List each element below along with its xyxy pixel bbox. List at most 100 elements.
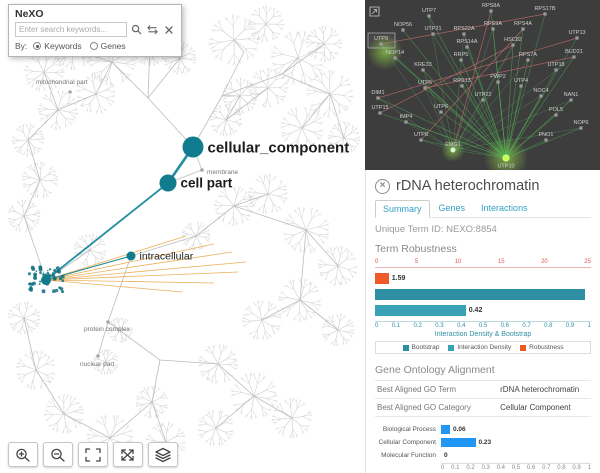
search-icon[interactable] (130, 23, 143, 36)
bar-value-label: 1.59 (391, 275, 406, 282)
gene-node-BUD21[interactable] (572, 55, 576, 59)
gene-node-NOC4[interactable] (539, 94, 543, 98)
fit-to-screen-button[interactable] (78, 442, 108, 467)
layers-button[interactable] (148, 442, 178, 467)
radio-genes[interactable]: Genes (89, 41, 126, 51)
gene-node-UTP15[interactable] (378, 111, 382, 115)
gene-node-UTP9[interactable] (379, 42, 383, 46)
gene-node-DIM1[interactable] (376, 96, 380, 100)
gene-label: POL5 (549, 107, 563, 113)
term-node-cell-part[interactable] (159, 174, 177, 192)
zoom-in-button[interactable] (8, 442, 38, 467)
alignment-axis-tick: 0.6 (526, 465, 536, 471)
gene-node-RPS22A[interactable] (462, 32, 466, 36)
expand-network-icon[interactable] (369, 4, 380, 22)
gene-node-UTP5[interactable] (423, 86, 427, 90)
gene-node-HSC82[interactable] (511, 43, 515, 47)
gene-node-RPS7A[interactable] (526, 58, 530, 62)
gene-label: RPS4A (514, 21, 532, 27)
alignment-category-label: Molecular Function (381, 452, 436, 459)
alignment-axis-tick: 0.8 (557, 465, 566, 471)
gene-node-RPS14A[interactable] (465, 45, 469, 49)
robustness-bar-row (375, 289, 591, 300)
top-axis-tick: 10 (454, 259, 462, 265)
go-row-label: Best Aligned GO Term (375, 380, 499, 399)
alignment-axis-tick: 0 (441, 465, 445, 471)
gene-node-PNO1[interactable] (544, 138, 548, 142)
gene-node-RPS17B[interactable] (543, 12, 547, 16)
gene-node-UTP18[interactable] (554, 68, 558, 72)
term-node-cellular_component[interactable] (182, 136, 204, 158)
gene-label: UTP10 (497, 164, 514, 170)
gene-label: RPS7A (519, 52, 537, 58)
search-row (15, 22, 175, 37)
gene-node-RPS4A[interactable] (521, 27, 525, 31)
gene-node-NOP56[interactable] (401, 28, 405, 32)
radio-label: Keywords (44, 41, 82, 51)
gene-node-POL5[interactable] (554, 113, 558, 117)
top-axis-tick: 25 (584, 259, 591, 265)
search-input[interactable] (15, 22, 127, 37)
term-node[interactable] (41, 275, 51, 285)
legend-swatch (448, 344, 455, 351)
gene-node-UTP22[interactable] (481, 98, 485, 102)
zoom-out-button[interactable] (43, 442, 73, 467)
go-row-value: Cellular Component (498, 398, 591, 417)
gene-label: UTP9 (374, 36, 388, 42)
gene-node-NAN1[interactable] (569, 98, 573, 102)
gene-node-UTP21[interactable] (431, 32, 435, 36)
gene-node-RRP5[interactable] (459, 58, 463, 62)
gene-node-KRE33[interactable] (421, 68, 425, 72)
term-label-small: mitochondrial part (36, 79, 88, 86)
gene-label: RRP5 (454, 52, 469, 58)
reset-view-button[interactable] (113, 442, 143, 467)
gene-node-UTP8[interactable] (419, 138, 423, 142)
alignment-bar (441, 425, 450, 434)
gene-node-RPS9A[interactable] (491, 27, 495, 31)
gene-node-RPS8A[interactable] (489, 9, 493, 13)
gene-node-RPS13[interactable] (460, 84, 464, 88)
gene-label: UTP7 (422, 8, 436, 14)
radio-keywords[interactable]: Keywords (33, 41, 82, 51)
gene-label: UTP5 (418, 80, 432, 86)
gene-label: KRE33 (414, 62, 431, 68)
bottom-axis-tick: 1 (587, 323, 591, 329)
gene-node-NOP6[interactable] (579, 126, 583, 130)
swap-arrows-icon[interactable] (146, 23, 159, 36)
gene-node-PWP2[interactable] (496, 80, 500, 84)
tab-interactions[interactable]: Interactions (481, 203, 528, 213)
gene-label: PWP2 (490, 74, 506, 80)
selected-path-edge (45, 255, 132, 281)
tab-genes[interactable]: Genes (438, 203, 466, 213)
gene-node-UTP4[interactable] (519, 84, 523, 88)
details-tabs: Summary Genes Interactions (375, 200, 591, 218)
gene-label: UTP22 (474, 92, 491, 98)
gene-label: NOC4 (533, 88, 548, 94)
gene-node-UTP10[interactable] (502, 154, 510, 162)
radio-dot[interactable] (89, 42, 98, 50)
close-icon[interactable]: × (375, 178, 390, 194)
gene-node-UTP7[interactable] (427, 14, 431, 18)
clear-icon[interactable] (162, 23, 175, 36)
term-node-intracellular[interactable] (126, 251, 136, 261)
gene-node-NOP14[interactable] (393, 56, 397, 60)
gene-node-EMG1[interactable] (450, 147, 456, 153)
selected-path-edge (45, 182, 169, 281)
gene-label: BUD21 (565, 49, 583, 55)
alignment-bar-zone: 0.23 (441, 438, 591, 447)
bottom-axis-caption: Interaction Density & Bootstrap (434, 331, 532, 338)
negative-interaction-edge (379, 44, 514, 114)
radio-dot[interactable] (33, 42, 42, 50)
gene-node-UTP6[interactable] (439, 110, 443, 114)
legend-item-robustness: Robustness (520, 344, 564, 351)
gene-node-IMP4[interactable] (404, 120, 408, 124)
alignment-category-label: Cellular Component (378, 439, 436, 446)
tab-summary[interactable]: Summary (375, 200, 430, 218)
gene-node-UTP13[interactable] (575, 36, 579, 40)
